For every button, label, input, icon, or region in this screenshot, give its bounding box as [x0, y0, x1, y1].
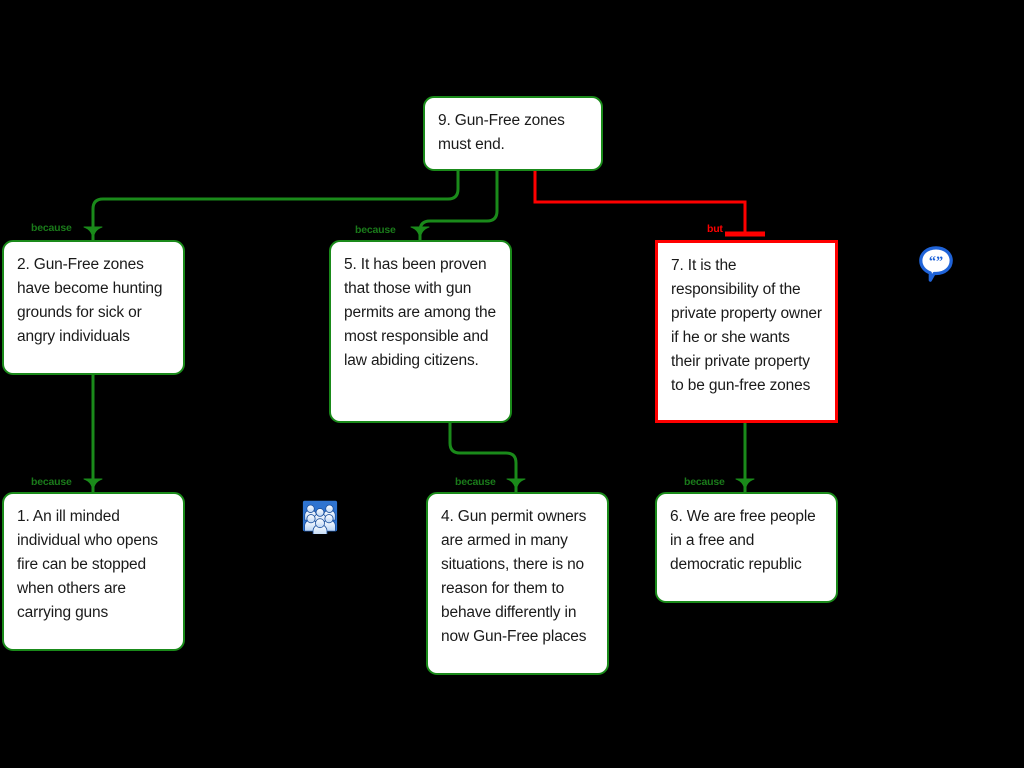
node-9-contention-text: 9. Gun-Free zones must end.: [438, 112, 565, 153]
node-9-contention[interactable]: 9. Gun-Free zones must end.: [423, 96, 603, 171]
person-head-2: [315, 508, 325, 517]
group-people-icon[interactable]: [302, 498, 338, 538]
person-head-1: [325, 504, 334, 513]
quote-bubble-icon[interactable]: “”: [917, 245, 955, 283]
person-head-0: [306, 504, 315, 513]
person-head-5: [315, 518, 325, 529]
node-2-reason[interactable]: 2. Gun-Free zones have become hunting gr…: [2, 240, 185, 375]
person-head-3: [306, 514, 316, 524]
edge-2-to-9-label[interactable]: because: [31, 222, 72, 234]
edge-4-to-5-arrowhead: [506, 478, 526, 494]
edge-6-to-7: [735, 423, 755, 494]
node-6-reason[interactable]: 6. We are free people in a free and demo…: [655, 492, 838, 603]
edge-5-to-9-line: [418, 164, 499, 240]
edge-1-to-2: [83, 375, 103, 494]
edge-2-to-9: [83, 164, 460, 242]
edge-5-to-9-arrowhead: [410, 226, 430, 242]
node-1-reason[interactable]: 1. An ill minded individual who opens fi…: [2, 492, 185, 651]
edge-6-to-7-arrowhead: [735, 478, 755, 494]
person-head-4: [324, 514, 334, 524]
node-7-objection-text: 7. It is the responsibility of the priva…: [671, 257, 822, 394]
edge-5-to-9: [410, 164, 499, 242]
edge-1-to-2-label[interactable]: because: [31, 476, 72, 488]
edge-4-to-5-label[interactable]: because: [455, 476, 496, 488]
node-5-reason[interactable]: 5. It has been proven that those with gu…: [329, 240, 512, 423]
speech-bubble-shape: [919, 246, 953, 282]
node-2-reason-text: 2. Gun-Free zones have become hunting gr…: [17, 256, 163, 345]
node-6-reason-text: 6. We are free people in a free and demo…: [670, 508, 816, 573]
edge-6-to-7-label[interactable]: because: [684, 476, 725, 488]
quotation-marks-glyph: “”: [929, 254, 943, 270]
edge-7-to-9-label[interactable]: but: [707, 223, 723, 235]
node-1-reason-text: 1. An ill minded individual who opens fi…: [17, 508, 158, 621]
node-7-objection[interactable]: 7. It is the responsibility of the priva…: [655, 240, 838, 423]
edge-5-to-9-label[interactable]: because: [355, 224, 396, 236]
edge-1-to-2-arrowhead: [83, 478, 103, 494]
edge-2-to-9-line: [91, 164, 460, 240]
node-5-reason-text: 5. It has been proven that those with gu…: [344, 256, 496, 369]
node-4-reason-text: 4. Gun permit owners are armed in many s…: [441, 508, 587, 645]
edge-7-to-9: [517, 165, 765, 237]
edge-2-to-9-arrowhead: [83, 226, 103, 242]
node-4-reason[interactable]: 4. Gun permit owners are armed in many s…: [426, 492, 609, 675]
